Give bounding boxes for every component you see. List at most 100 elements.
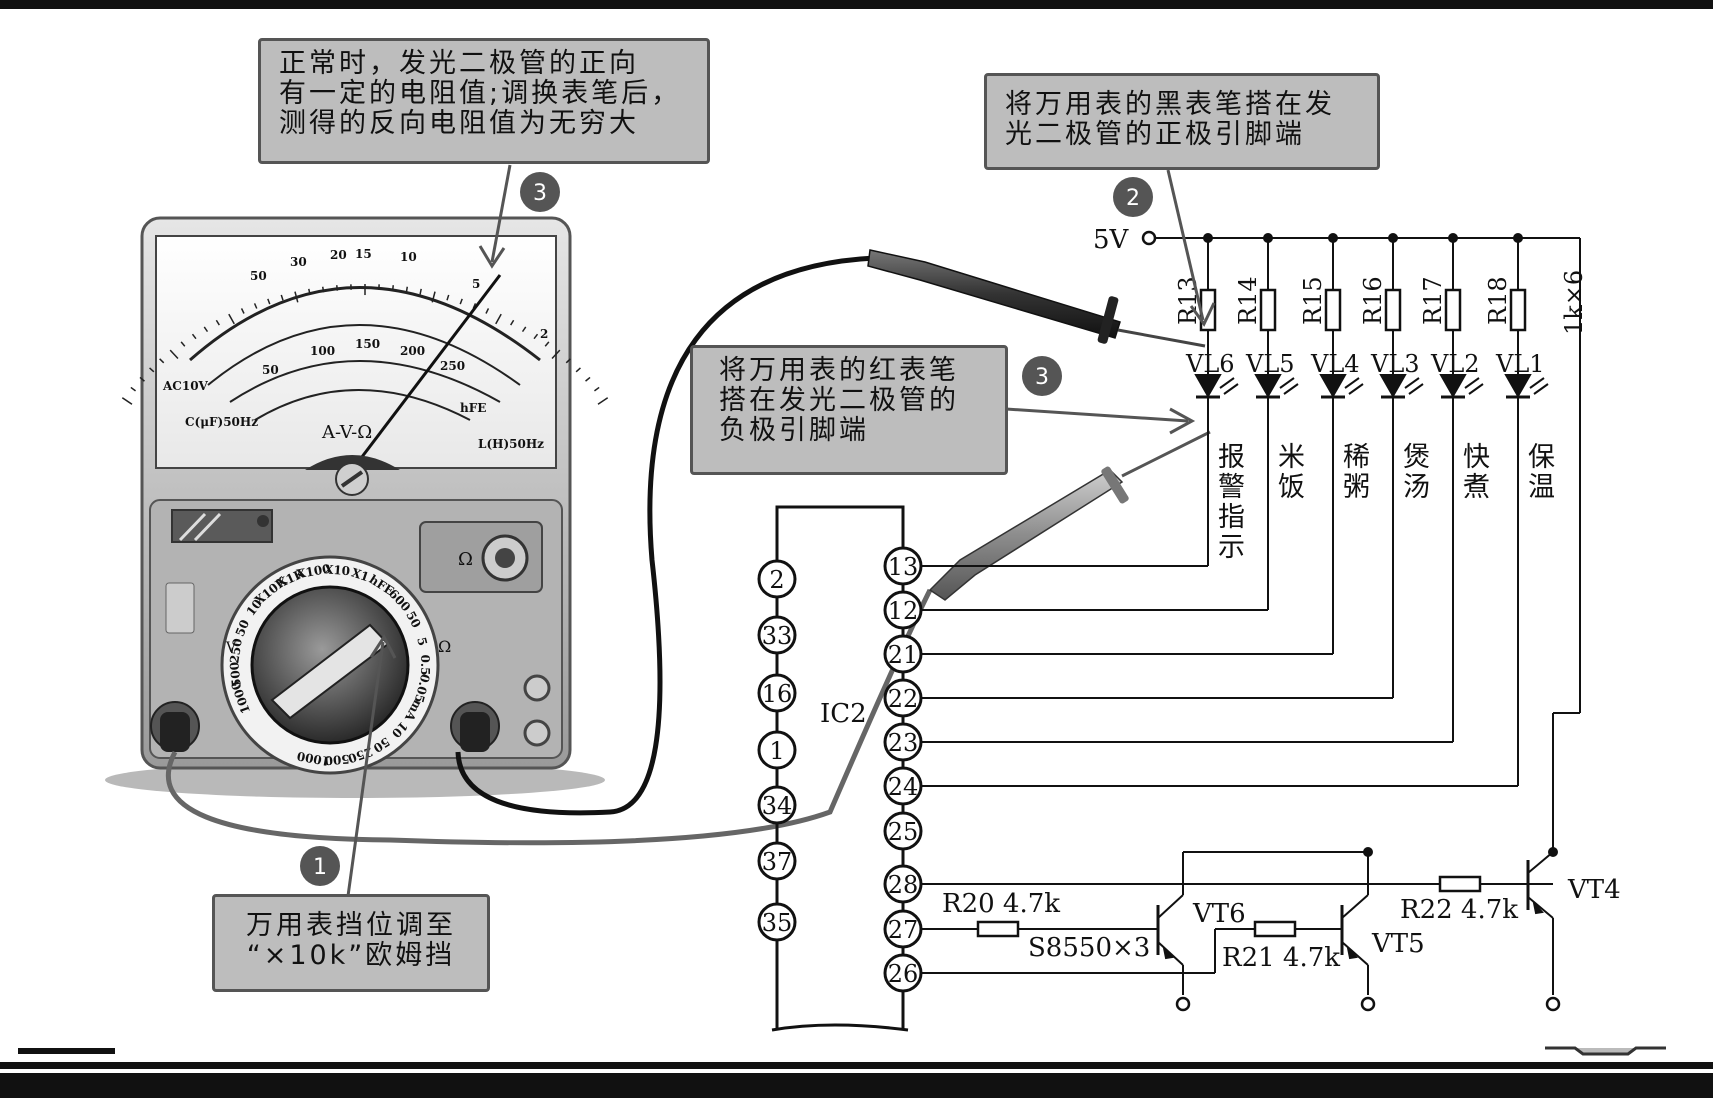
- range-mark: 500: [227, 661, 243, 687]
- scale-label: 200: [400, 344, 425, 358]
- resistor-18: [1509, 288, 1527, 332]
- led-diode: [1504, 374, 1532, 399]
- range-mark: X10: [324, 562, 351, 578]
- ic-pin: [757, 615, 797, 655]
- red-plug: [460, 712, 490, 752]
- meter-dial-face: [155, 235, 557, 469]
- black-lead-cable: [455, 255, 876, 816]
- r20-label: R20 4.7k: [942, 889, 1060, 919]
- function-label-char: 煮: [1463, 472, 1490, 503]
- resistor-label: R15: [1299, 276, 1327, 325]
- resistor-label: R14: [1234, 276, 1262, 325]
- ic-pin: [757, 673, 797, 713]
- ic-pin: [883, 953, 923, 993]
- ic-pin-number: 22: [888, 685, 919, 713]
- ic-pin-number: 24: [888, 773, 919, 801]
- range-mark: 50: [403, 609, 423, 630]
- l-50hz-label: L(H)50Hz: [478, 437, 544, 451]
- scale-label: 100: [310, 344, 335, 358]
- range-mark: 1000: [296, 749, 331, 769]
- bottom-right-ornament: [1545, 1046, 1666, 1056]
- led-diode: [1379, 374, 1407, 399]
- ic-pin: [757, 559, 797, 599]
- bottom-border: [0, 1062, 1713, 1069]
- red-lead-cable: [165, 588, 933, 846]
- ic-pin-number: 16: [762, 680, 793, 708]
- ic-pin-number: 12: [888, 597, 919, 625]
- function-label-char: 温: [1528, 472, 1555, 503]
- function-label-char: 示: [1218, 532, 1245, 563]
- callout-normal-reading: 正常时，发光二极管的正向 有一定的电阻值;调换表笔后， 测得的反向电阻值为无穷大: [258, 38, 710, 164]
- led-label: VL2: [1430, 350, 1480, 378]
- function-label-char: 米: [1278, 442, 1305, 473]
- top-border: [0, 0, 1713, 9]
- ohm-adjust-symbol: Ω: [458, 549, 473, 570]
- r20-resistor: [976, 920, 1020, 938]
- led-label: VL4: [1310, 350, 1360, 378]
- function-label-char: 保: [1528, 442, 1555, 473]
- ic-pin-number: 27: [888, 916, 919, 944]
- ic-pin-number: 34: [762, 792, 793, 820]
- callout-line: 有一定的电阻值;调换表笔后，: [279, 78, 682, 109]
- ic-pin: [883, 590, 923, 630]
- scale-label: 30: [290, 255, 307, 269]
- ic-pin: [757, 902, 797, 942]
- callout-line: 测得的反向电阻值为无穷大: [279, 108, 639, 139]
- led-label: VL3: [1370, 350, 1420, 378]
- ic-pin: [883, 546, 923, 586]
- range-mark: X1: [350, 565, 371, 584]
- battery-window: [171, 509, 273, 543]
- callout-black-probe: 将万用表的黑表笔搭在发 光二极管的正极引脚端: [984, 73, 1380, 170]
- ac10v-label: AC10V: [162, 379, 209, 393]
- resistor-label: R18: [1484, 276, 1512, 325]
- r21-resistor: [1253, 920, 1297, 938]
- ic-pin-number: 28: [888, 871, 919, 899]
- ic-pin: [883, 909, 923, 949]
- ic-pin: [757, 841, 797, 881]
- callout-red-probe: 将万用表的红表笔 搭在发光二极管的 负极引脚端: [690, 345, 1008, 475]
- ic-pin-number: 25: [888, 818, 919, 846]
- function-label-char: 粥: [1343, 472, 1370, 503]
- callout-line: 万用表挡位调至: [246, 910, 456, 941]
- step-badge: 1: [313, 855, 327, 880]
- led-diode: [1254, 374, 1282, 399]
- ic-pin-number: 21: [888, 641, 919, 669]
- range-mark: 50: [233, 618, 252, 639]
- ic-pin-number: 35: [762, 909, 793, 937]
- function-label-char: 煲: [1403, 442, 1430, 473]
- black-probe[interactable]: [867, 249, 1206, 348]
- r22-resistor: [1438, 875, 1482, 893]
- range-mark: 0.5: [418, 655, 432, 676]
- function-label-char: 汤: [1403, 472, 1430, 503]
- range-mark: 5: [414, 636, 430, 648]
- vt5-label: VT5: [1371, 929, 1425, 959]
- aux-jack-2[interactable]: [523, 719, 551, 747]
- scale-label: 2: [540, 327, 548, 341]
- scale-label: 5: [472, 277, 480, 291]
- led-diode: [1319, 374, 1347, 399]
- scale-label: 150: [355, 337, 380, 351]
- switch-v-label: V: [225, 640, 237, 656]
- function-label-char: 稀: [1343, 442, 1370, 473]
- ic-pin: [883, 766, 923, 806]
- callout-line: 正常时，发光二极管的正向: [279, 48, 639, 79]
- transistor-type-note: S8550×3: [1028, 933, 1150, 963]
- step-badges: 3 2 3 1: [300, 172, 1153, 886]
- c-50hz-label: C(μF)50Hz: [185, 415, 258, 429]
- step-badge: 3: [533, 181, 547, 206]
- function-label-char: 快: [1463, 442, 1490, 473]
- red-probe[interactable]: [928, 430, 1211, 601]
- hfe-label: hFE: [460, 401, 486, 415]
- ic-pin: [883, 811, 923, 851]
- resistor-16: [1384, 288, 1402, 332]
- meter-scale-ticks: [121, 284, 609, 405]
- function-label-char: 警: [1218, 472, 1245, 503]
- vt6-label: VT6: [1192, 899, 1246, 929]
- function-label-char: 报: [1218, 442, 1245, 473]
- resistor-note: 1k×6: [1560, 270, 1588, 335]
- scale-label: 20: [330, 248, 347, 262]
- ic-pin-number: 26: [888, 960, 919, 988]
- aux-jack-1[interactable]: [523, 674, 551, 702]
- bottom-bar: [0, 1073, 1713, 1098]
